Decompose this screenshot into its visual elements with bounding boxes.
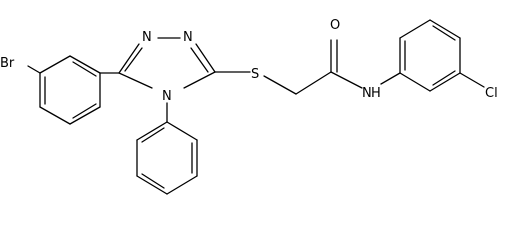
bond-c-br [27, 65, 41, 74]
atom-nitrogen-triazole-right: N [183, 30, 193, 45]
atom-bromine: Br [0, 56, 15, 71]
atom-chlorine: Cl [485, 86, 498, 101]
molecule-structure-diagram: Br N N N S O N H [0, 18, 498, 195]
atom-hydrogen-amide: H [371, 86, 381, 101]
atom-sulfur: S [251, 67, 259, 82]
triazole-ring [118, 37, 216, 89]
atom-oxygen: O [330, 18, 340, 33]
chlorophenyl-ring [399, 19, 461, 92]
bond-c-cl [459, 72, 485, 88]
bond-ch2-carbonyl [295, 71, 332, 95]
phenyl-ring [136, 121, 198, 195]
bond-s-ch2 [263, 75, 297, 95]
atom-nitrogen-amide: N [362, 86, 372, 101]
bond-carbonyl-n [330, 71, 363, 89]
atom-nitrogen-triazole-left: N [142, 30, 152, 45]
atom-nitrogen-triazole-4: N [162, 89, 172, 104]
bond-n-aryl [380, 72, 401, 85]
bromophenyl-ring [39, 55, 101, 125]
